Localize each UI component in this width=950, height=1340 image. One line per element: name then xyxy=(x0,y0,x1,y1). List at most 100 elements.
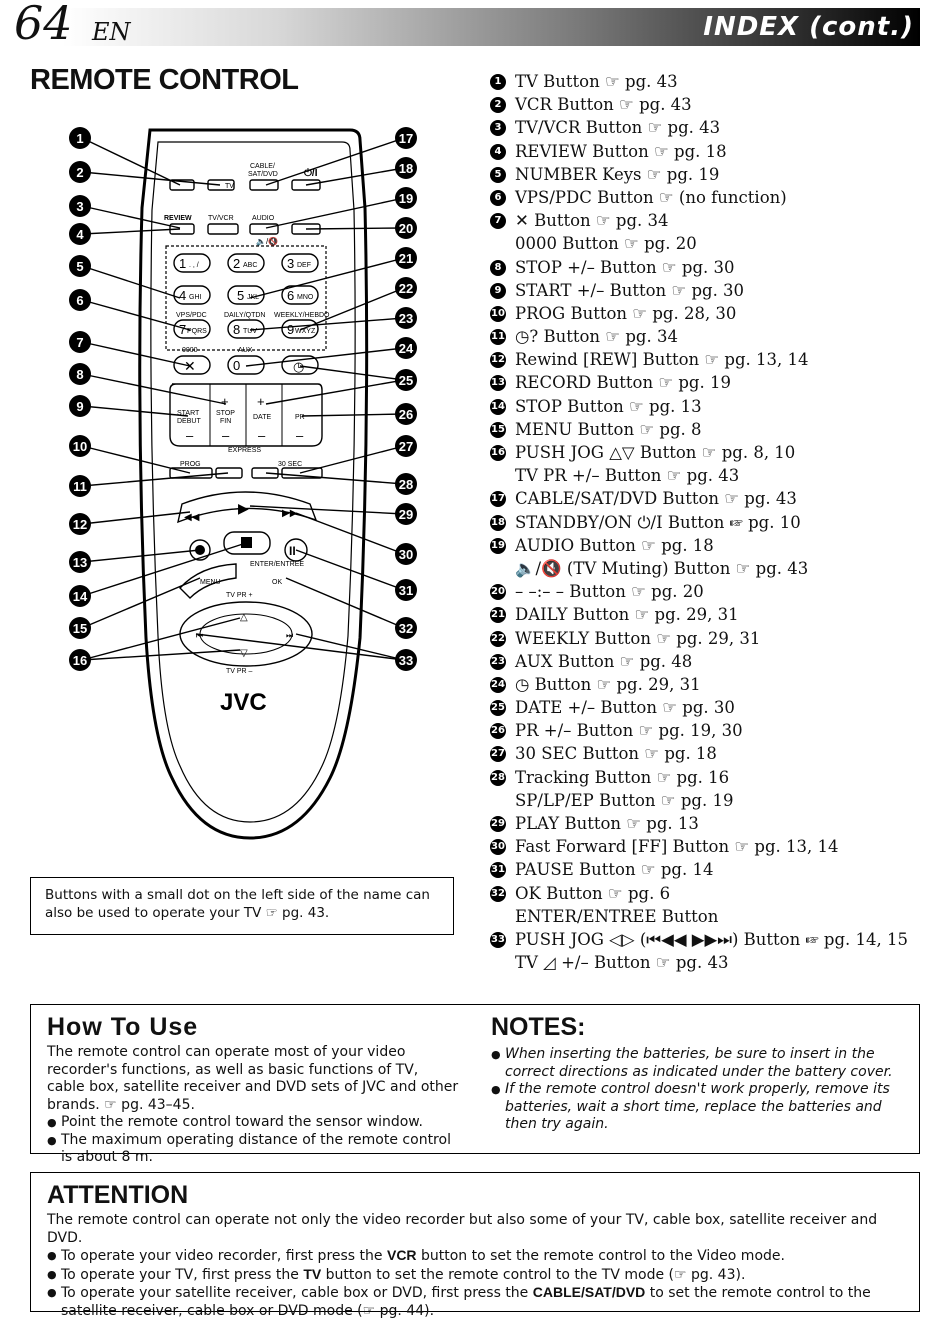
index-item-text: WEEKLY Button ☞ pg. 29, 31 xyxy=(515,628,761,648)
index-item: TV PR +/– Button ☞ pg. 43 xyxy=(488,464,928,487)
index-item-text: ENTER/ENTREE Button xyxy=(515,906,719,926)
index-item: 0000 Button ☞ pg. 20 xyxy=(488,232,928,255)
svg-text:19: 19 xyxy=(399,191,413,206)
remote-label-stop: STOP xyxy=(216,410,235,417)
svg-text:18: 18 xyxy=(399,161,413,176)
notes-title: NOTES: xyxy=(491,1013,586,1041)
svg-text:3: 3 xyxy=(76,199,83,214)
index-number-badge: 6 xyxy=(490,189,506,206)
index-item-text: REVIEW Button ☞ pg. 18 xyxy=(515,141,727,161)
callout-badge: 1 xyxy=(69,127,91,149)
remote-label-fin: FIN xyxy=(220,418,231,425)
index-number-badge: 3 xyxy=(490,120,506,137)
svg-text:11: 11 xyxy=(73,479,87,494)
callout-badge: 10 xyxy=(69,435,91,457)
key-4-sub: GHI xyxy=(189,294,202,301)
index-item-text: TV Button ☞ pg. 43 xyxy=(515,72,678,91)
notes-bullet: If the remote control doesn't work prope… xyxy=(491,1081,911,1134)
svg-text:33: 33 xyxy=(399,653,413,668)
svg-text:⏭: ⏭ xyxy=(286,631,293,640)
index-item: 🔈/🔇 (TV Muting) Button ☞ pg. 43 xyxy=(488,557,928,580)
index-number-badge: 26 xyxy=(490,723,506,740)
callout-badge: 5 xyxy=(69,255,91,277)
callout-badge: 24 xyxy=(395,337,417,359)
remote-label-ok: OK xyxy=(272,579,282,586)
remote-label-audio: AUDIO xyxy=(252,215,275,222)
index-item-text: PUSH JOG ◁▷ (⏮◀◀ ▶▶⏭) Button ☞ pg. 14, 1… xyxy=(515,929,909,949)
header-title: INDEX (cont.) xyxy=(703,12,914,42)
callout-badge: 23 xyxy=(395,307,417,329)
index-number-badge: 22 xyxy=(490,630,506,647)
how-to-use-title: How To Use xyxy=(47,1013,199,1041)
index-item-text: PLAY Button ☞ pg. 13 xyxy=(515,814,699,833)
key-8-sub: TUV xyxy=(243,328,257,335)
section-title: REMOTE CONTROL xyxy=(30,64,299,96)
svg-text:13: 13 xyxy=(73,555,87,570)
svg-text:16: 16 xyxy=(73,653,87,668)
svg-text:22: 22 xyxy=(399,281,413,296)
page-number: 64 xyxy=(14,0,73,50)
index-item: 20– –:– – Button ☞ pg. 20 xyxy=(488,580,928,603)
index-number-badge: 30 xyxy=(490,839,506,856)
attention-bullet-cable: To operate your satellite receiver, cabl… xyxy=(47,1284,903,1320)
callout-badge: 11 xyxy=(69,475,91,497)
index-item-text: PROG Button ☞ pg. 28, 30 xyxy=(515,303,737,323)
svg-text:29: 29 xyxy=(399,507,413,522)
index-number-badge: 32 xyxy=(490,885,506,902)
svg-text:2: 2 xyxy=(76,165,83,180)
svg-text:23: 23 xyxy=(399,311,413,326)
index-number-badge: 25 xyxy=(490,700,506,717)
remote-label-pr: PR xyxy=(295,414,305,421)
callout-badge: 26 xyxy=(395,403,417,425)
remote-brand-logo: JVC xyxy=(220,689,267,716)
index-number-badge: 12 xyxy=(490,352,506,369)
notes-bullet: When inserting the batteries, be sure to… xyxy=(491,1046,911,1081)
attention-bullet-tv: To operate your TV, first press the TV b… xyxy=(47,1266,903,1285)
index-number-badge: 20 xyxy=(490,584,506,601)
index-item: 7 ✕ Button ☞ pg. 34 xyxy=(488,209,928,232)
svg-text:▶▶: ▶▶ xyxy=(282,508,298,519)
index-number-badge: 19 xyxy=(490,537,506,554)
header-bar xyxy=(62,8,920,46)
index-item-text: STOP +/– Button ☞ pg. 30 xyxy=(515,257,735,277)
svg-text:20: 20 xyxy=(399,221,413,236)
index-number-badge: 10 xyxy=(490,305,506,322)
key-2-sub: ABC xyxy=(243,262,257,269)
callout-badge: 28 xyxy=(395,473,417,495)
notes-section: NOTES: When inserting the batteries, be … xyxy=(491,1013,911,1134)
index-item-text: DATE +/– Button ☞ pg. 30 xyxy=(515,698,735,718)
svg-text:24: 24 xyxy=(399,341,414,356)
key-9-sub: WXYZ xyxy=(295,328,316,335)
callout-badge: 9 xyxy=(69,395,91,417)
index-number-badge: 14 xyxy=(490,398,506,415)
how-to-use-bullet: Point the remote control toward the sens… xyxy=(47,1114,459,1132)
callout-badge: 4 xyxy=(69,223,91,245)
remote-label-tvpr-plus: TV PR + xyxy=(226,592,253,599)
remote-label-satdvd: SAT/DVD xyxy=(248,171,278,178)
svg-text:30: 30 xyxy=(399,547,413,562)
index-number-badge: 7 xyxy=(490,213,506,230)
svg-text:⏻/I: ⏻/I xyxy=(304,167,318,179)
index-number-badge: 8 xyxy=(490,259,506,276)
how-to-use-intro: The remote control can operate most of y… xyxy=(47,1044,459,1113)
index-number-badge: 23 xyxy=(490,653,506,670)
key-7-sub: PQRS xyxy=(187,328,207,335)
index-item: 11◷? Button ☞ pg. 34 xyxy=(488,325,928,348)
svg-text:◷: ◷ xyxy=(293,359,304,374)
index-number-badge: 27 xyxy=(490,746,506,763)
svg-text:–: – xyxy=(186,428,194,443)
remote-label-cable: CABLE/ xyxy=(250,163,275,170)
remote-label-tvvcr: TV/VCR xyxy=(208,215,234,222)
svg-text:1: 1 xyxy=(76,131,83,146)
svg-text:7: 7 xyxy=(76,335,83,350)
key-0: 0 xyxy=(233,358,240,373)
svg-text:4: 4 xyxy=(76,227,84,242)
index-item-text: ✕ Button ☞ pg. 34 xyxy=(515,211,669,231)
callout-badge: 20 xyxy=(395,217,417,239)
